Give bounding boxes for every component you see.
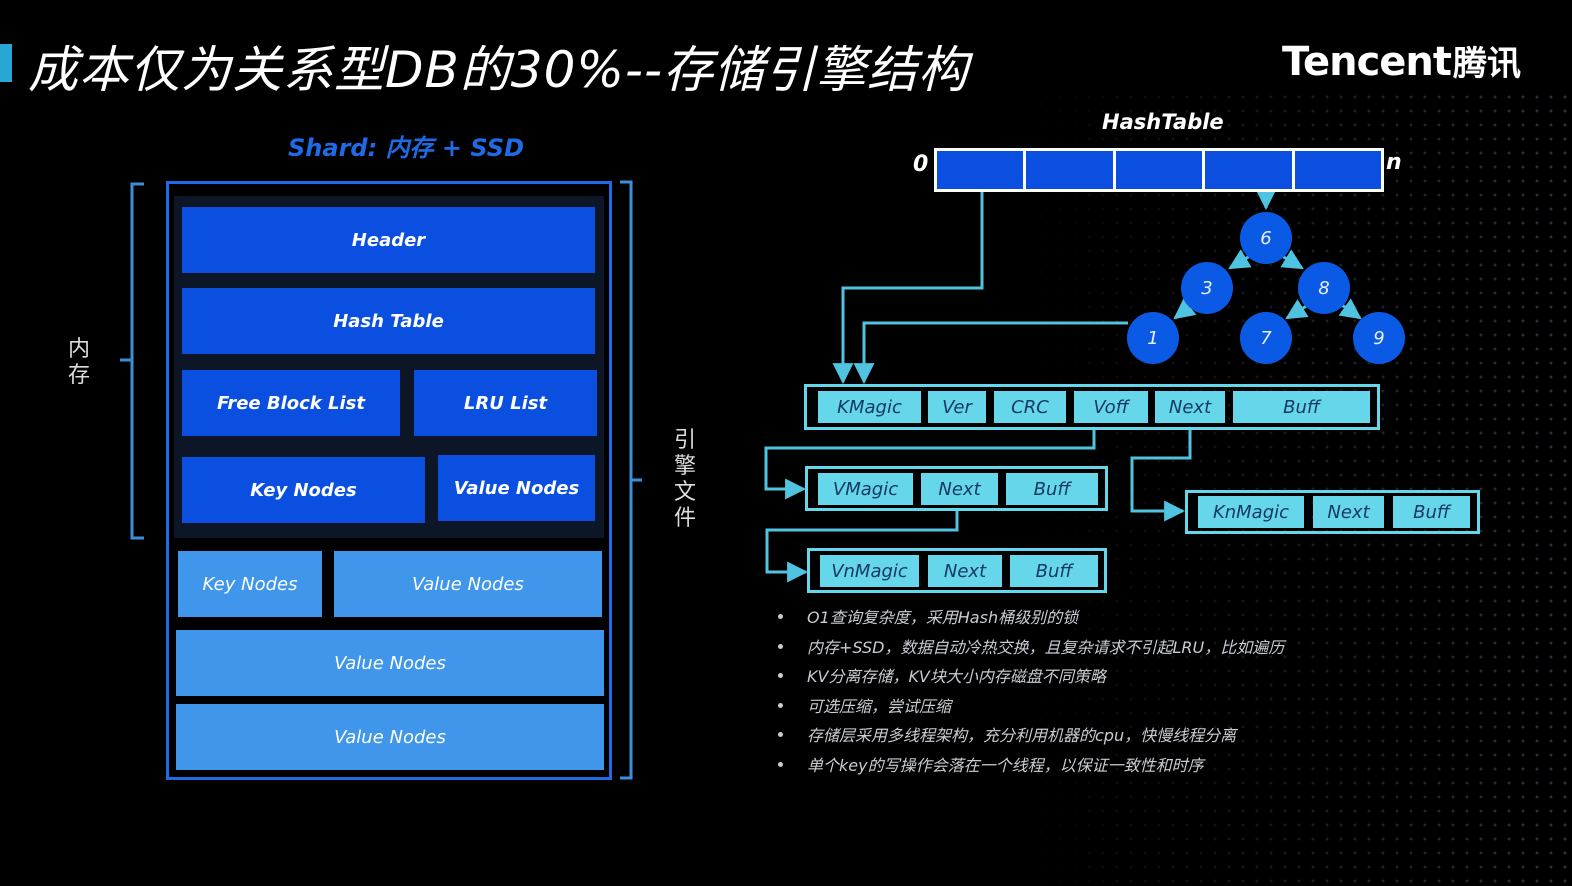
value-record-field: Buff [1006, 473, 1098, 505]
shard-frame [166, 181, 612, 780]
value-nodes-memory-block: Value Nodes [438, 455, 595, 521]
bullet-item: 内存+SSD，数据自动冷热交换，且复杂请求不引起LRU，比如遍历 [778, 634, 1284, 664]
tree-node: 7 [1240, 312, 1292, 364]
engine-file-label: 引擎文件 [673, 428, 696, 531]
key-record-2-field: KnMagic [1198, 496, 1304, 528]
key-record-field: CRC [994, 391, 1066, 423]
feature-bullet-list: O1查询复杂度，采用Hash桶级别的锁 内存+SSD，数据自动冷热交换，且复杂请… [778, 604, 1284, 781]
key-nodes-memory-block: Key Nodes [182, 457, 425, 523]
shard-title: Shard: 内存 + SSD [288, 134, 524, 162]
value-nodes-disk-block: Value Nodes [334, 551, 602, 617]
memory-label: 内存 [67, 337, 90, 388]
hashtable-title: HashTable [1102, 110, 1224, 134]
key-nodes-disk-block: Key Nodes [178, 551, 322, 617]
hashtable-end-label: n [1386, 150, 1402, 175]
engine-file-bracket [620, 180, 642, 780]
hashtable-bucket [934, 148, 1026, 192]
next-to-key-arrow [1130, 428, 1192, 522]
value-record [807, 548, 1107, 593]
tree-edge [1228, 249, 1252, 270]
page-title: 成本仅为关系型DB的30%--存储引擎结构 [28, 41, 970, 99]
key-record-field: Voff [1074, 391, 1148, 423]
hashtable-bucket [1202, 148, 1295, 192]
hashtable-bucket [1023, 148, 1116, 192]
value-record [805, 466, 1108, 511]
logo-latin: Tencent [1282, 39, 1452, 85]
key-record [804, 384, 1380, 430]
tree-node: 1 [1127, 312, 1179, 364]
node-to-key-arrow [853, 321, 1128, 385]
key-record-field: Buff [1233, 391, 1370, 423]
logo-chinese: 腾讯 [1453, 44, 1522, 84]
tree-node: 6 [1240, 212, 1292, 264]
memory-bracket [120, 182, 144, 540]
title-accent-bar [0, 44, 12, 82]
tree-edge [1338, 298, 1362, 320]
key-record-2-field: Next [1313, 496, 1384, 528]
hashtable-bucket [1113, 148, 1205, 192]
voff-to-value-arrow [764, 428, 1096, 500]
tree-node: 8 [1298, 262, 1350, 314]
value-record-field: VnMagic [820, 555, 919, 587]
key-record-2-field: Buff [1393, 496, 1470, 528]
bullet-item: 单个key的写操作会落在一个线程，以保证一致性和时序 [778, 752, 1284, 782]
bullet-item: 存储层采用多线程架构，充分利用机器的cpu，快慢线程分离 [778, 722, 1284, 752]
hashtable-start-label: 0 [913, 152, 929, 177]
key-record-2 [1185, 490, 1480, 534]
value-record-field: VMagic [818, 473, 913, 505]
value-next-arrow [765, 510, 959, 583]
bucket-to-key-arrow [832, 192, 984, 385]
header-block: Header [182, 207, 595, 273]
key-record-field: Ver [928, 391, 986, 423]
bullet-item: O1查询复杂度，采用Hash桶级别的锁 [778, 604, 1284, 634]
lru-list-block: LRU List [414, 370, 597, 436]
tencent-logo: Tencent腾讯 [1282, 36, 1521, 85]
hash-table-block: Hash Table [182, 288, 595, 354]
value-record-field: Buff [1010, 555, 1098, 587]
bullet-item: 可选压缩，尝试压缩 [778, 693, 1284, 723]
value-record-field: Next [921, 473, 998, 505]
value-nodes-disk-block: Value Nodes [176, 704, 604, 770]
value-nodes-disk-block: Value Nodes [176, 630, 604, 696]
tree-edge [1285, 299, 1309, 320]
tree-node: 9 [1353, 312, 1405, 364]
key-record-field: Next [1155, 391, 1225, 423]
tree-node: 3 [1181, 262, 1233, 314]
value-record-field: Next [928, 555, 1002, 587]
key-record-field: KMagic [818, 391, 921, 423]
bullet-item: KV分离存储，KV块大小内存磁盘不同策略 [778, 663, 1284, 693]
free-block-list-block: Free Block List [182, 370, 400, 436]
hashtable-bucket [1292, 148, 1384, 192]
tree-edge [1280, 249, 1304, 270]
